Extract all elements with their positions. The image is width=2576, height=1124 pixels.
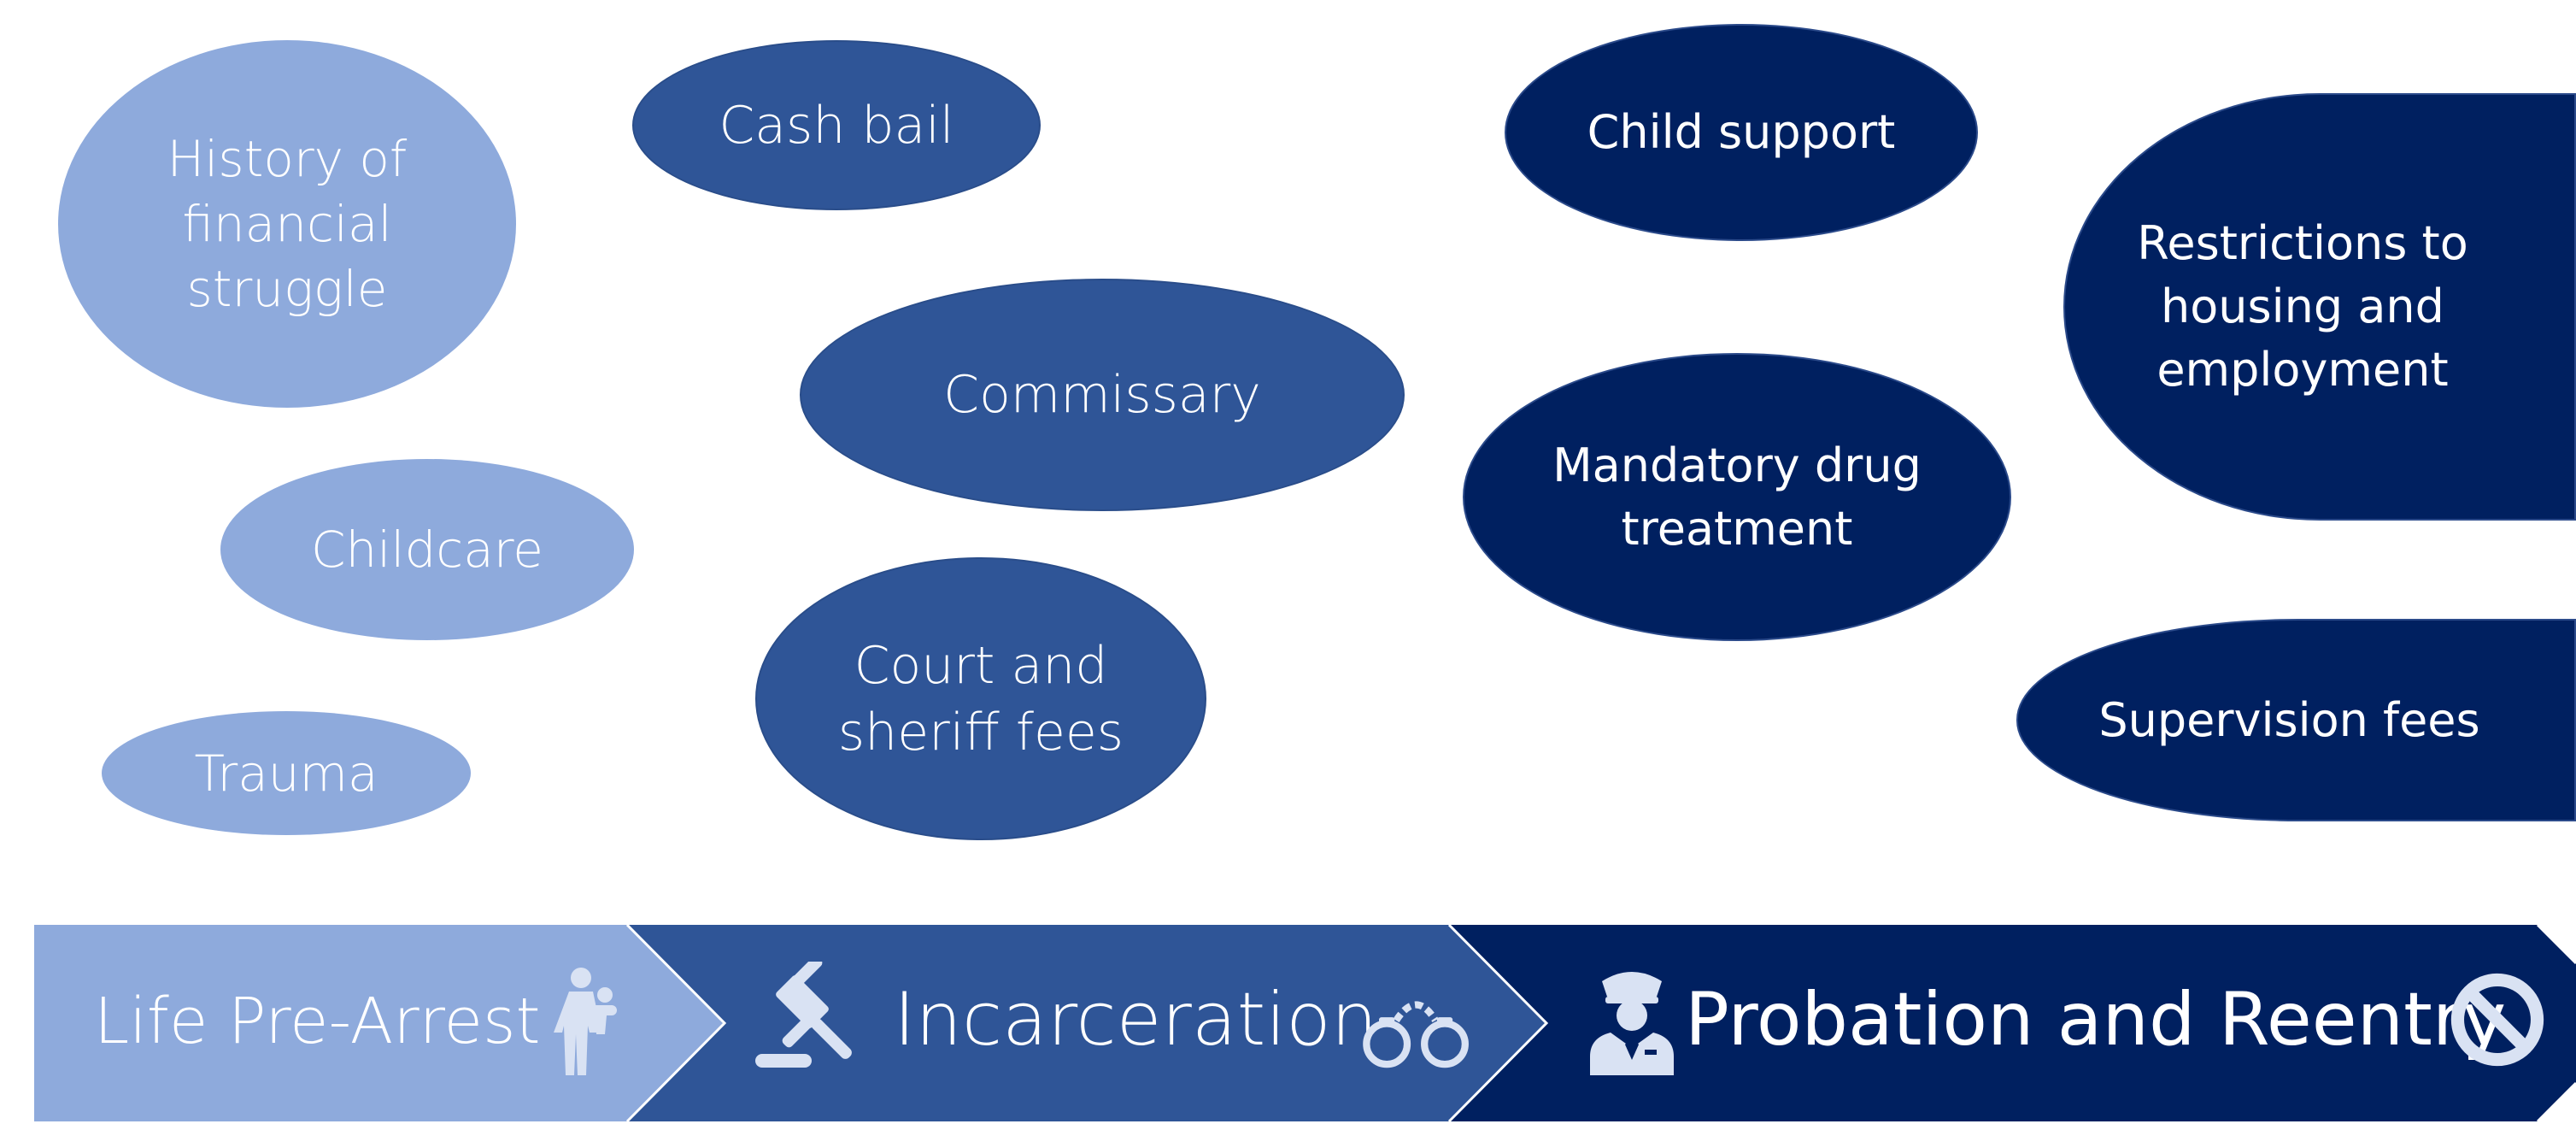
stage-label-life-pre-arrest: Life Pre-Arrest (94, 985, 541, 1058)
bubble-label: Child support (1587, 105, 1896, 159)
gavel-icon (755, 962, 852, 1068)
bubble-restrictions-housing-employment: Restrictions to housing and employment (2063, 93, 2576, 521)
police-officer-icon (1590, 972, 1674, 1075)
bubble-label: Court and sheriff fees (837, 635, 1124, 762)
bubble-supervision-fees: Supervision fees (2016, 619, 2576, 821)
bubble-trauma: Trauma (102, 711, 471, 835)
stage-arrow-incarceration (627, 925, 1546, 1121)
bubble-label: Trauma (194, 744, 378, 803)
prohibited-icon (2450, 973, 2544, 1067)
mother-child-icon (554, 968, 617, 1075)
bubble-label: Mandatory drug treatment (1552, 438, 1922, 556)
stage-label-incarceration: Incarceration (894, 977, 1378, 1062)
bubble-label: History of financial struggle (167, 130, 408, 318)
bubble-court-and-sheriff-fees: Court and sheriff fees (755, 557, 1206, 840)
bubble-history-of-financial-struggle: History of financial struggle (58, 40, 516, 408)
stage-arrow-probation (1449, 925, 2576, 1121)
handcuffs-icon (1363, 1001, 1469, 1068)
bubble-label: Restrictions to housing and employment (2137, 216, 2468, 397)
stage-arrow-pre-arrest (34, 925, 725, 1121)
bubble-cash-bail: Cash bail (632, 40, 1041, 210)
bubble-label: Commissary (943, 365, 1261, 425)
bubble-label: Cash bail (719, 95, 954, 156)
bubble-label: Supervision fees (2098, 692, 2480, 747)
bubble-mandatory-drug-treatment: Mandatory drug treatment (1463, 353, 2011, 641)
stage-label-probation-and-reentry: Probation and Reentry (1685, 977, 2507, 1062)
bubble-childcare: Childcare (220, 459, 634, 640)
bubble-commissary: Commissary (800, 279, 1405, 511)
bubble-child-support: Child support (1505, 24, 1978, 241)
bubble-label: Childcare (311, 521, 543, 579)
